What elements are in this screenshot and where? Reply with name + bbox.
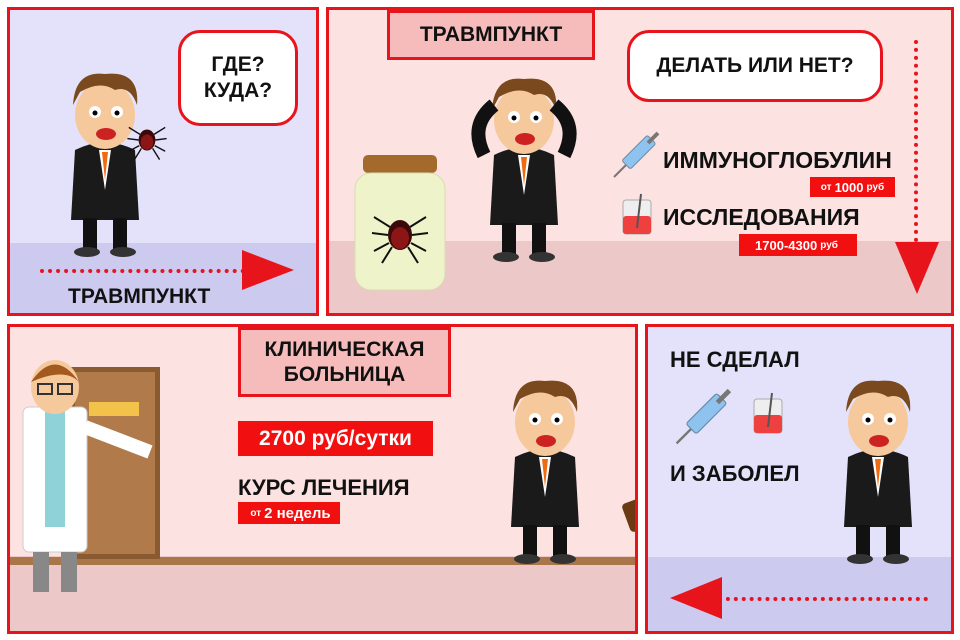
panel-trauma-center: ТРАВМПУНКТ ДЕЛАТЬ ИЛИ НЕТ? ИММУНОГЛОБУЛИ… [326, 7, 954, 316]
arrow-left [718, 597, 928, 601]
price-value: 1000 [834, 179, 864, 195]
price-suffix: руб [820, 239, 838, 251]
title-line: БОЛЬНИЦА [283, 363, 406, 386]
course-value: 2 недель [264, 504, 331, 522]
price-prefix: от [820, 181, 832, 193]
course-prefix: от [250, 507, 262, 519]
item-label: ИССЛЕДОВАНИЯ [663, 204, 860, 230]
title-line: КЛИНИЧЕСКАЯ [264, 337, 425, 361]
beaker-icon [753, 392, 783, 434]
thinking-man [844, 380, 912, 564]
floor-strip [10, 557, 635, 565]
floor [10, 556, 635, 631]
got-sick-label: И ЗАБОЛЕЛ [670, 461, 800, 486]
syringe-icon [703, 417, 704, 418]
doctor [22, 360, 153, 592]
syringe-icon [612, 131, 660, 179]
bubble-line: КУДА? [203, 79, 273, 102]
tick-jar [354, 155, 446, 291]
item-label: ИММУНОГЛОБУЛИН [663, 147, 892, 173]
arrow-down-head [895, 242, 939, 294]
panel-got-sick: НЕ СДЕЛАЛ И ЗАБОЛЕЛ [645, 324, 954, 634]
door-sign [89, 402, 139, 416]
panel-title: ТРАВМПУНКТ [387, 10, 595, 60]
price-value: 1700-4300 [755, 237, 818, 253]
speech-bubble: ГДЕ? КУДА? [178, 30, 298, 126]
speech-bubble: ДЕЛАТЬ ИЛИ НЕТ? [627, 30, 883, 102]
bubble-line: ГДЕ? [211, 52, 265, 76]
panicking-man [471, 78, 577, 262]
arrow-right-head [242, 250, 294, 290]
daily-cost-badge: 2700 руб/сутки [238, 421, 433, 456]
arrow-right [40, 269, 245, 273]
running-sick-man [511, 380, 635, 564]
arrow-left-head [670, 577, 722, 619]
destination-label: ТРАВМПУНКТ [68, 285, 211, 308]
beaker-icon [622, 193, 652, 235]
course-label: КУРС ЛЕЧЕНИЯ [238, 475, 410, 500]
not-done-label: НЕ СДЕЛАЛ [670, 347, 800, 372]
panel-go-where: ГДЕ? КУДА? ТРАВМПУНКТ [7, 7, 319, 316]
price-suffix: руб [866, 181, 885, 193]
worried-man-with-tick [71, 73, 168, 257]
arrow-down [914, 40, 918, 250]
